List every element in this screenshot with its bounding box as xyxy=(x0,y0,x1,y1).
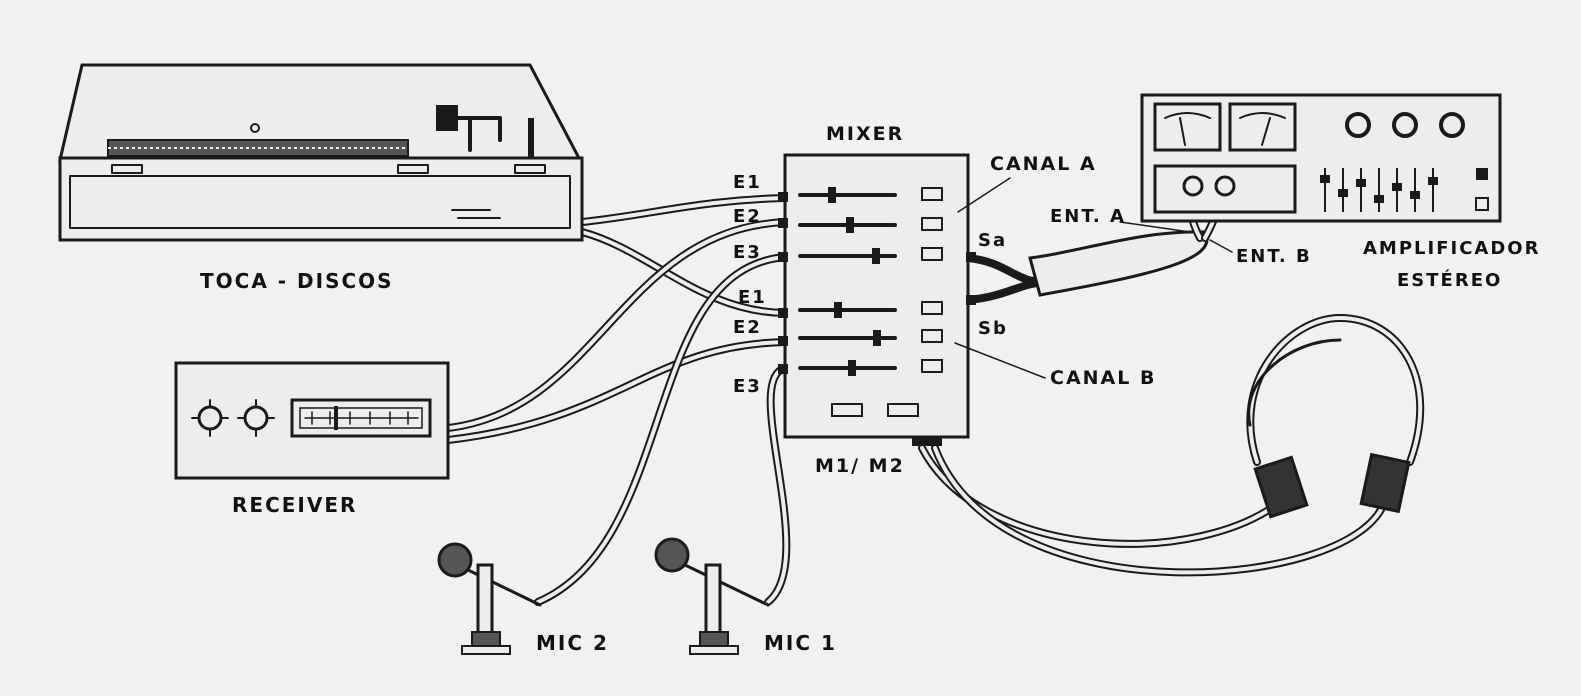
cables xyxy=(444,176,1389,606)
amplifier-label-line2: ESTÉREO xyxy=(1397,269,1502,291)
mic-1 xyxy=(654,537,770,655)
canal-a-label: CANAL A xyxy=(990,153,1097,175)
amplifier xyxy=(1140,93,1502,223)
input-label-b-e1: E1 xyxy=(738,287,767,308)
input-label-a-e3: E3 xyxy=(733,242,762,263)
input-label-a-e1: E1 xyxy=(733,172,762,193)
ent-b-label: ENT. B xyxy=(1236,246,1312,267)
sb-label: Sb xyxy=(978,318,1008,339)
sa-label: Sa xyxy=(978,230,1007,251)
mixer-jacks xyxy=(778,192,976,446)
channel-a-faders xyxy=(798,187,897,264)
headphones xyxy=(1246,313,1425,519)
mixer-label: MIXER xyxy=(826,123,904,145)
input-label-b-e3: E3 xyxy=(733,376,762,397)
m1m2-label: M1/ M2 xyxy=(815,455,905,477)
turntable-label: TOCA - DISCOS xyxy=(200,269,394,293)
turntable xyxy=(58,63,584,242)
mic1-label: MIC 1 xyxy=(764,631,837,655)
channel-b-faders xyxy=(798,302,897,376)
mixer xyxy=(778,153,976,446)
canal-b-label: CANAL B xyxy=(1050,367,1156,389)
amplifier-label-line1: AMPLIFICADOR xyxy=(1363,238,1540,259)
input-label-a-e2: E2 xyxy=(733,206,762,227)
mixer-buttons xyxy=(831,187,943,417)
receiver xyxy=(174,361,450,480)
mic-2 xyxy=(437,542,542,655)
ent-a-label: ENT. A xyxy=(1050,206,1126,227)
input-label-b-e2: E2 xyxy=(733,317,762,338)
mic2-label: MIC 2 xyxy=(536,631,609,655)
receiver-label: RECEIVER xyxy=(232,493,357,517)
